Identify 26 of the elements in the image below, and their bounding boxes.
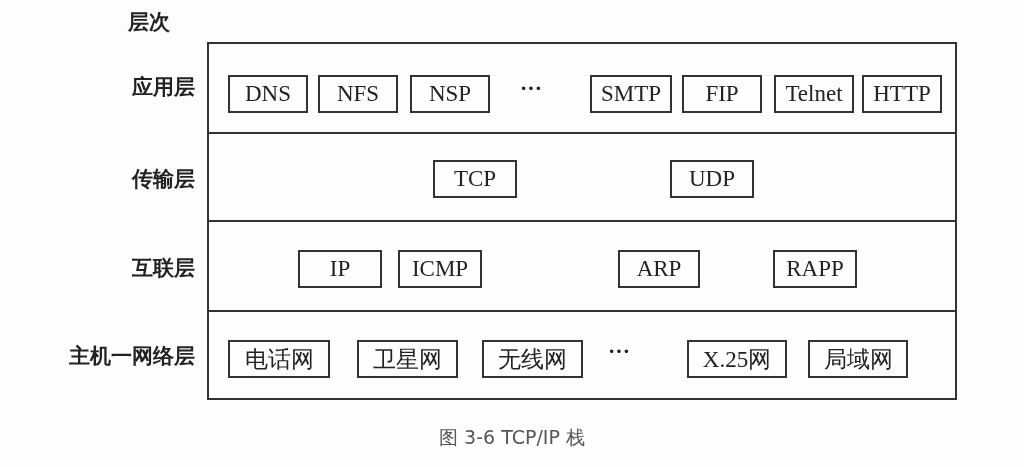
protocol-box: NSP [410,75,490,113]
protocol-box: TCP [433,160,517,198]
figure-caption: 图 3-6 TCP/IP 栈 [439,426,585,448]
protocol-box: Telnet [774,75,854,113]
protocol-box: 局域网 [808,340,908,378]
layer-name: 主机一网络层 [68,343,195,370]
ellipsis: ··· [608,338,630,364]
protocol-box: IP [298,250,382,288]
protocol-box: DNS [228,75,308,113]
column-heading: 层次 [128,9,170,36]
protocol-box: FIP [682,75,762,113]
protocol-box: HTTP [862,75,942,113]
protocol-box: ARP [618,250,700,288]
protocol-box: NFS [318,75,398,113]
layer-name: 传输层 [130,166,195,193]
protocol-box: 卫星网 [357,340,458,378]
protocol-box: ICMP [398,250,482,288]
ellipsis: ··· [520,75,542,101]
protocol-box: RAPP [773,250,857,288]
protocol-box: 无线网 [482,340,583,378]
protocol-box: 电话网 [228,340,330,378]
protocol-box: UDP [670,160,754,198]
protocol-box: X.25网 [687,340,787,378]
layer-name: 应用层 [131,74,195,101]
layer-name: 互联层 [131,255,195,282]
protocol-box: SMTP [590,75,672,113]
